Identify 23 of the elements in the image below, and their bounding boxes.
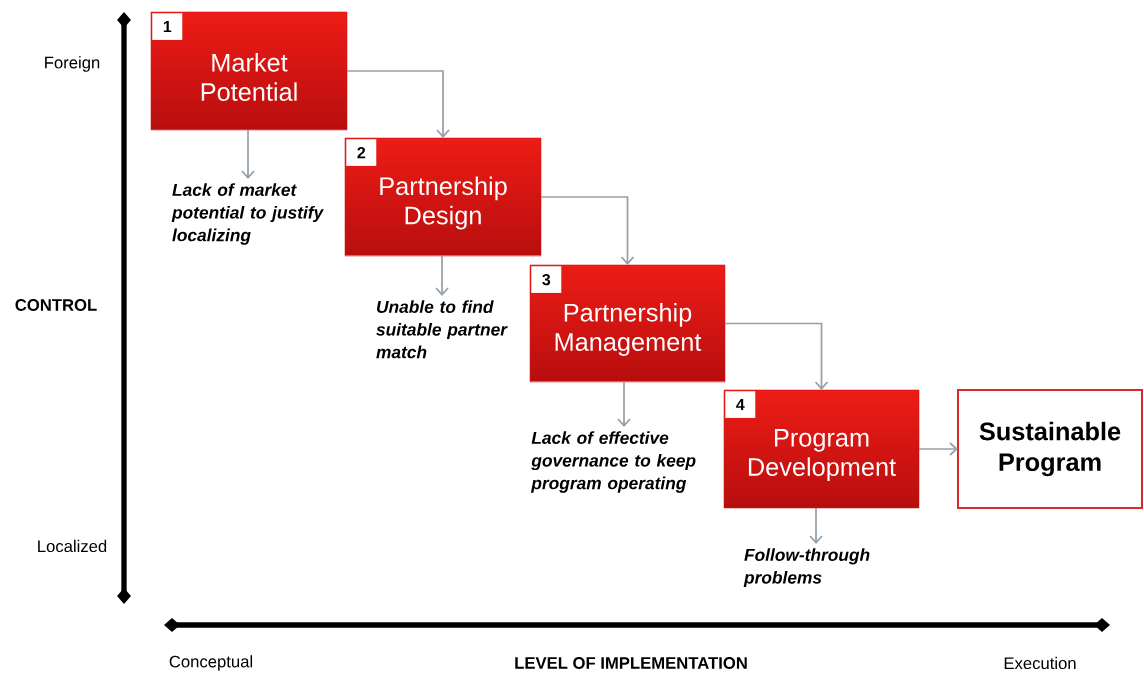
axis-label: Execution xyxy=(1004,656,1076,670)
number-badge: 4 xyxy=(725,391,756,418)
problem-note: Follow-through problems xyxy=(743,548,870,588)
axis-title: LEVEL OF IMPLEMENTATION xyxy=(515,657,747,669)
number-badge: 2 xyxy=(346,139,377,166)
arrow xyxy=(918,442,958,456)
axis-title: CONTROL xyxy=(15,299,97,311)
number-badge: 1 xyxy=(152,13,183,40)
arrow xyxy=(617,381,631,427)
axis-label: Conceptual xyxy=(169,655,253,671)
number-badge: 3 xyxy=(531,266,562,293)
arrow xyxy=(809,507,823,544)
axis-label: Localized xyxy=(38,539,107,553)
arrow xyxy=(241,129,255,179)
arrow xyxy=(724,322,829,390)
arrow xyxy=(540,196,635,265)
arrow xyxy=(435,255,449,296)
problem-note: Lack of market potential to justify localizing xyxy=(171,183,324,245)
arrow xyxy=(346,70,450,138)
problem-note: Lack of effective governance to keep program operating xyxy=(530,431,696,493)
outcome-box: Sustainable Program xyxy=(957,389,1143,509)
axis-label: Foreign xyxy=(45,56,100,72)
problem-note: Unable to find suitable partner match xyxy=(376,300,508,359)
